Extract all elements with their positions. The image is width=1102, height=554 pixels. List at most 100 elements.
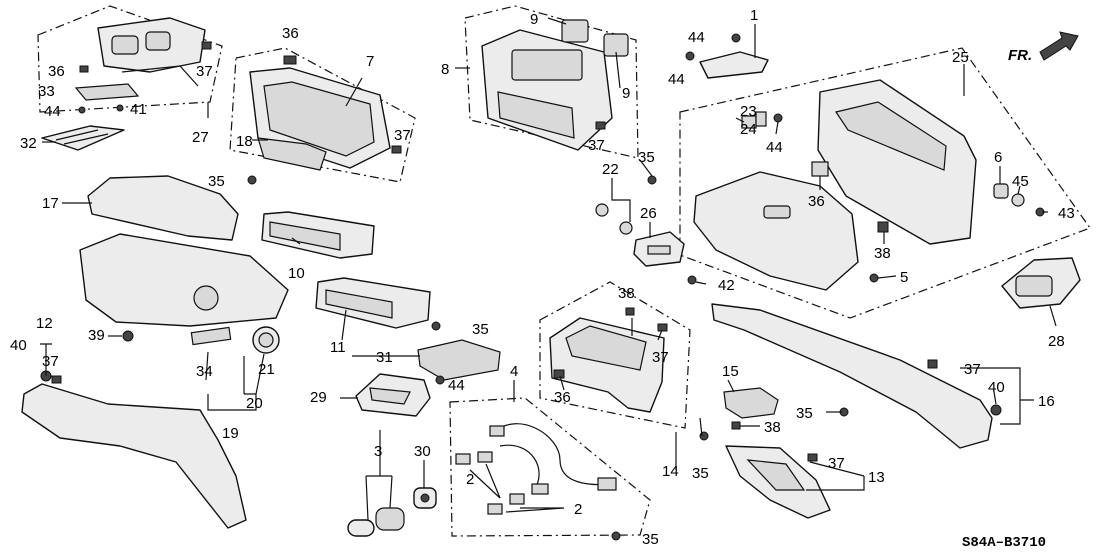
callout-4: 4 bbox=[510, 363, 518, 380]
callout-44: 44 bbox=[766, 139, 783, 156]
callout-43: 43 bbox=[1058, 205, 1075, 222]
callout-33: 33 bbox=[38, 83, 55, 100]
clip-37-e bbox=[657, 323, 668, 332]
callout-41: 41 bbox=[130, 101, 147, 118]
part-33-bracket bbox=[74, 83, 140, 101]
group-box-4 bbox=[449, 397, 651, 537]
part-22-clip-b bbox=[619, 221, 633, 235]
callout-13: 13 bbox=[868, 469, 885, 486]
callout-9: 9 bbox=[622, 85, 630, 102]
callout-35: 35 bbox=[472, 321, 489, 338]
callout-18: 18 bbox=[236, 133, 253, 150]
part-32-switch-strip bbox=[41, 125, 125, 151]
callout-28: 28 bbox=[1048, 333, 1065, 350]
callout-24: 24 bbox=[740, 121, 757, 138]
part-14-glove-box-frame bbox=[549, 317, 665, 413]
part-6-damper bbox=[993, 183, 1009, 199]
bulb-2-c bbox=[487, 503, 503, 515]
screw-44-a bbox=[78, 106, 86, 114]
callout-45: 45 bbox=[1012, 173, 1029, 190]
part-12-lower-cover bbox=[21, 383, 247, 529]
callout-25: 25 bbox=[952, 49, 969, 66]
callout-14: 14 bbox=[662, 463, 679, 480]
part-9-vent-a bbox=[561, 19, 589, 43]
part-3-lighter bbox=[347, 507, 405, 537]
callout-37: 37 bbox=[652, 349, 669, 366]
clip-38-c bbox=[731, 421, 741, 430]
callout-38: 38 bbox=[764, 419, 781, 436]
leader-lines bbox=[40, 17, 1057, 521]
clip-36-a bbox=[79, 65, 89, 73]
screw-35-f bbox=[611, 531, 621, 541]
clip-38-b bbox=[625, 307, 635, 316]
part-18-lower-cover bbox=[257, 137, 327, 171]
clip-38-a bbox=[877, 221, 889, 233]
callout-31: 31 bbox=[376, 349, 393, 366]
part-45-washer bbox=[1011, 193, 1025, 207]
part-28-side-vent bbox=[1001, 257, 1081, 309]
callout-44: 44 bbox=[668, 71, 685, 88]
group-box-7 bbox=[229, 47, 416, 183]
part-19-lower-column-cover bbox=[79, 233, 289, 327]
front-direction-label: FR. bbox=[1008, 47, 1032, 64]
callout-6: 6 bbox=[994, 149, 1002, 166]
diagram-reference-code: S84A–B3710 bbox=[962, 535, 1046, 551]
part-10-pocket bbox=[261, 211, 375, 259]
callout-19: 19 bbox=[222, 425, 239, 442]
clip-37-d bbox=[51, 375, 62, 384]
part-4-wire-harness bbox=[455, 423, 617, 515]
screw-35-c bbox=[647, 175, 657, 185]
callout-39: 39 bbox=[88, 327, 105, 344]
callout-36: 36 bbox=[282, 25, 299, 42]
bulb-2-a bbox=[455, 453, 471, 465]
clip-37-a bbox=[201, 41, 212, 50]
callout-29: 29 bbox=[310, 389, 327, 406]
callout-42: 42 bbox=[718, 277, 735, 294]
callout-40: 40 bbox=[988, 379, 1005, 396]
clip-37-b bbox=[391, 145, 402, 154]
callout-35: 35 bbox=[638, 149, 655, 166]
callout-37: 37 bbox=[828, 455, 845, 472]
part-21-ring bbox=[252, 326, 280, 354]
callout-7: 7 bbox=[366, 53, 374, 70]
bulb-2-b bbox=[477, 451, 493, 463]
callout-12: 12 bbox=[36, 315, 53, 332]
clip-37-f bbox=[927, 359, 938, 369]
callout-37: 37 bbox=[588, 137, 605, 154]
callout-34: 34 bbox=[196, 363, 213, 380]
part-23-24-latch bbox=[741, 111, 767, 129]
group-box-25 bbox=[679, 47, 1091, 319]
part-26-lid-lock bbox=[633, 231, 685, 267]
callout-38: 38 bbox=[618, 285, 635, 302]
callout-22: 22 bbox=[602, 161, 619, 178]
group-box-14 bbox=[539, 281, 691, 429]
callout-20: 20 bbox=[246, 395, 263, 412]
part-15-bracket bbox=[723, 387, 779, 419]
callout-27: 27 bbox=[192, 129, 209, 146]
screw-44-b bbox=[773, 113, 783, 123]
callout-44: 44 bbox=[688, 29, 705, 46]
callout-44: 44 bbox=[448, 377, 465, 394]
bulb-2-d bbox=[509, 493, 525, 505]
part-34-pad bbox=[190, 326, 232, 346]
callout-38: 38 bbox=[874, 245, 891, 262]
callout-44: 44 bbox=[44, 103, 61, 120]
screw-42 bbox=[687, 275, 697, 285]
callout-21: 21 bbox=[258, 361, 275, 378]
screw-44-c bbox=[435, 375, 445, 385]
screw-35-a bbox=[247, 175, 257, 185]
callout-11: 11 bbox=[330, 339, 346, 356]
group-box-27 bbox=[37, 5, 223, 113]
clip-37-g bbox=[807, 453, 818, 462]
callout-2: 2 bbox=[574, 501, 582, 518]
part-22-clip-a bbox=[595, 203, 609, 217]
part-11-coin-box bbox=[315, 277, 431, 329]
part-30-lighter-socket bbox=[413, 487, 437, 509]
callout-2: 2 bbox=[466, 471, 474, 488]
part-36-c bbox=[811, 161, 829, 177]
callout-37: 37 bbox=[964, 361, 981, 378]
callout-15: 15 bbox=[722, 363, 739, 380]
front-arrow-icon bbox=[1039, 31, 1079, 61]
callout-36: 36 bbox=[48, 63, 65, 80]
